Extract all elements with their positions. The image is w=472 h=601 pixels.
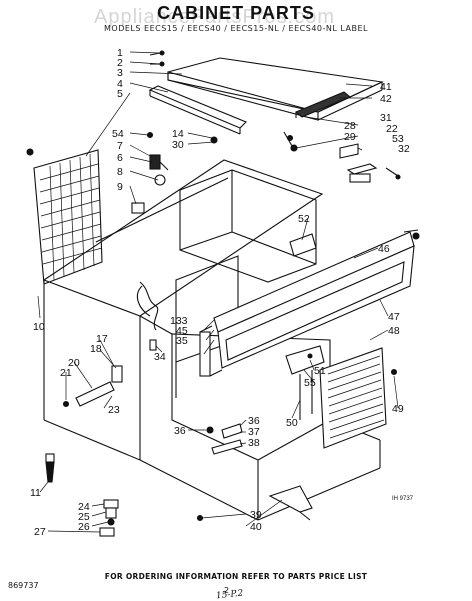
figure-code: IH 9737 (392, 496, 414, 502)
callout-29: 29 (344, 131, 356, 143)
callout-31: 31 (380, 112, 392, 124)
callout-30: 30 (172, 139, 184, 151)
callout-32: 32 (398, 143, 410, 155)
callout-27: 27 (34, 526, 46, 538)
callout-10: 10 (33, 321, 45, 333)
page-title: CABINET PARTS (157, 3, 315, 23)
right-bracket (283, 131, 401, 183)
callout-51: 51 (314, 365, 326, 377)
callout-50: 50 (286, 417, 298, 429)
ordering-info-note: FOR ORDERING INFORMATION REFER TO PARTS … (104, 572, 368, 581)
callout-54: 54 (112, 128, 124, 140)
callout-18: 18 (90, 343, 102, 355)
leveling-leg (45, 453, 55, 483)
cabinet-body (42, 159, 381, 521)
callout-47: 47 (388, 311, 400, 323)
callout-37: 37 (248, 426, 260, 438)
callout-11: 11 (30, 487, 41, 499)
callout-5: 5 (117, 88, 123, 100)
callout-45: 45 (176, 325, 188, 337)
callout-42: 42 (380, 93, 392, 105)
callout-24: 24 (78, 501, 90, 513)
callout-26: 26 (78, 521, 90, 533)
callout-25: 25 (78, 511, 90, 523)
callout-46: 46 (378, 243, 390, 255)
callout-6: 6 (117, 152, 123, 164)
watermark: AppliancePartsPros.com (94, 6, 335, 28)
callout-34: 34 (154, 351, 166, 363)
page-number: 2 (224, 586, 230, 595)
lid-rail (148, 85, 247, 135)
callout-53: 53 (392, 133, 404, 145)
callout-9: 9 (117, 181, 123, 193)
callout-133: 133 (170, 315, 188, 327)
callout-3: 3 (117, 67, 123, 79)
gasket-frame (199, 325, 223, 377)
callout-22: 22 (386, 123, 398, 135)
callout-20: 20 (68, 357, 80, 369)
callout-4: 4 (117, 78, 123, 90)
callout-38: 38 (248, 437, 260, 449)
callout-8: 8 (117, 166, 123, 178)
callout-7: 7 (117, 140, 123, 152)
left-grille (26, 148, 103, 285)
front-panel-trim (213, 229, 420, 369)
callout-14: 14 (172, 128, 184, 140)
callout-40: 40 (250, 521, 262, 533)
callout-41: 41 (380, 81, 392, 93)
callout-49: 49 (392, 403, 404, 415)
callout-48: 48 (388, 325, 400, 337)
callout-52: 52 (298, 213, 310, 225)
callout-23: 23 (108, 404, 120, 416)
callout-36-upper: 36 (248, 415, 260, 427)
lid-hinge-lower (62, 365, 123, 408)
leader-lines (37, 51, 399, 533)
liner-bracket (289, 233, 317, 257)
callout-55: 55 (304, 377, 316, 389)
top-screws (146, 50, 294, 144)
thermostat-assembly (131, 154, 169, 214)
callout-labels: 1 2 3 4 5 54 7 6 8 9 14 30 41 42 28 29 3… (30, 47, 414, 538)
callout-1: 1 (117, 47, 123, 59)
callout-36-lower: 36 (174, 425, 186, 437)
callout-35: 35 (176, 335, 188, 347)
callout-28: 28 (344, 120, 356, 132)
model-subtitle: MODELS EECS15 / EECS40 / EECS15-NL / EEC… (104, 24, 368, 33)
wiring-harness (136, 281, 159, 351)
caster-assembly (99, 499, 119, 537)
drain-bracket (285, 345, 325, 420)
callout-21: 21 (60, 367, 72, 379)
callout-2: 2 (117, 57, 123, 69)
ice-scoop (196, 485, 313, 522)
callout-17: 17 (96, 333, 108, 345)
lid-hinge (294, 91, 352, 118)
document-number: 869737 (8, 581, 39, 590)
rear-louver-panel (319, 347, 398, 449)
callout-39: 39 (250, 509, 262, 521)
